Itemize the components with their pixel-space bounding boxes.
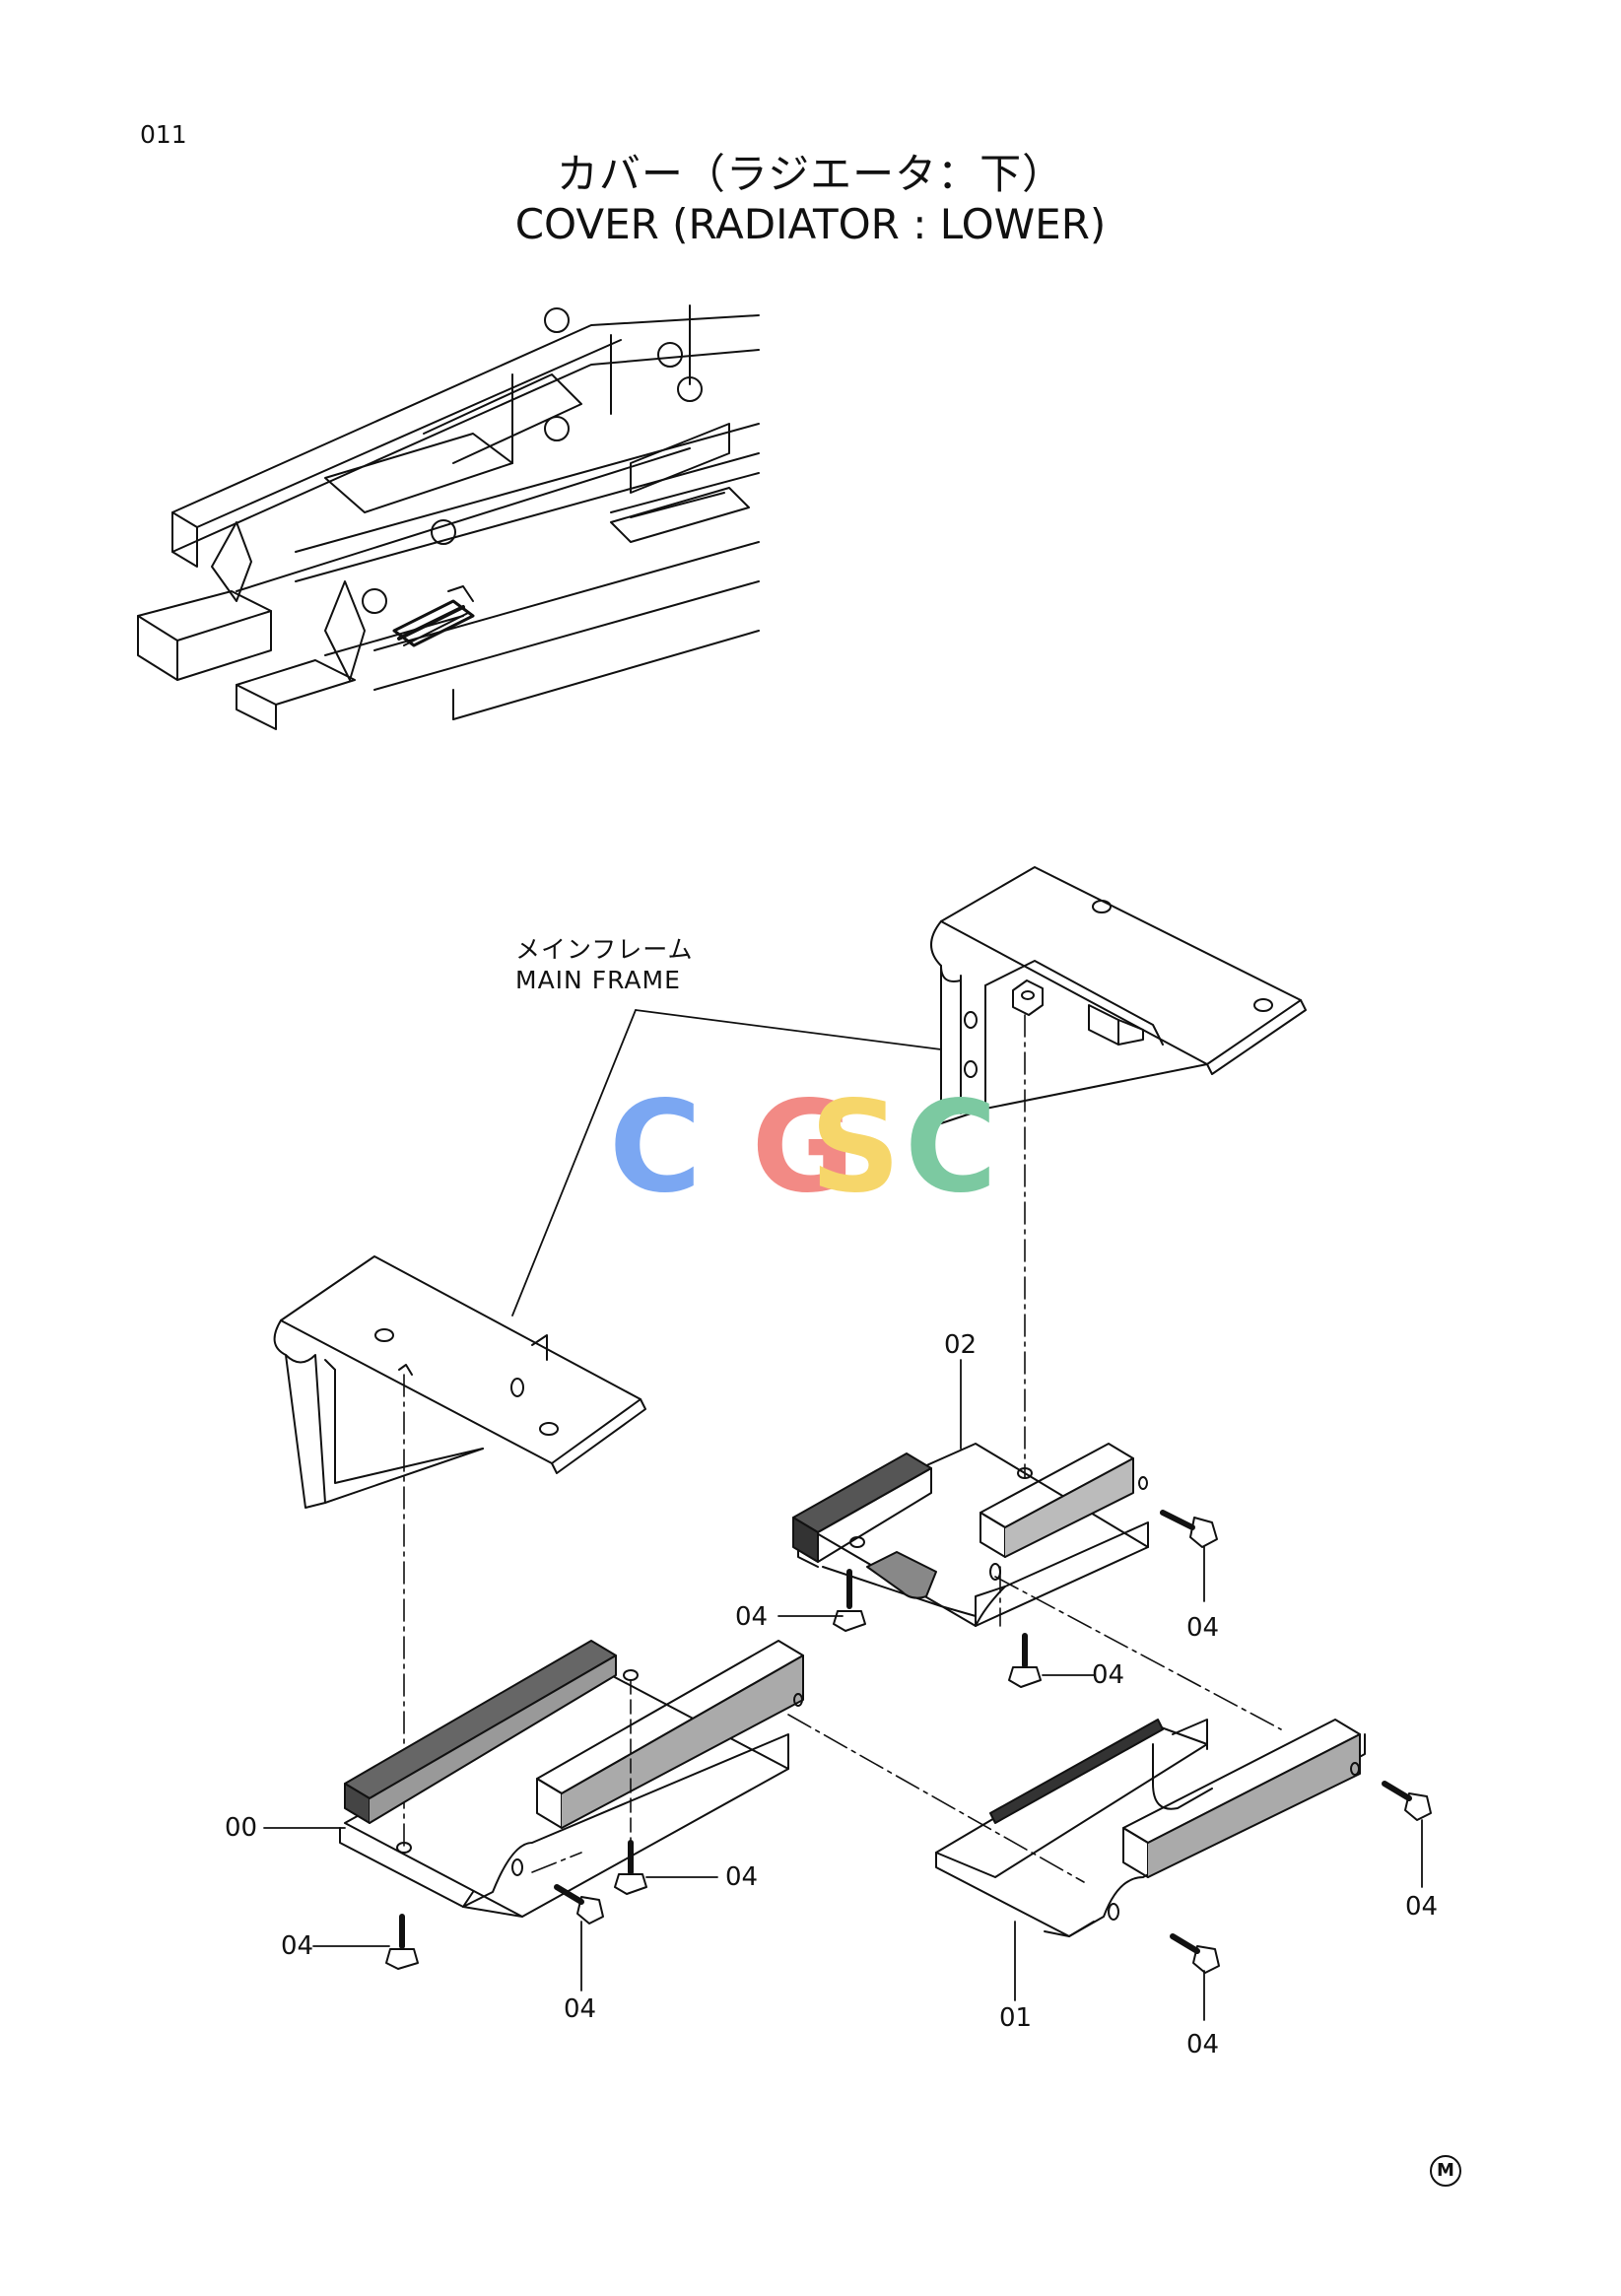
title-english: COVER (RADIATOR : LOWER) xyxy=(514,200,1107,248)
cover-plate-00 xyxy=(339,1640,804,1918)
cover-plate-01 xyxy=(935,1719,1366,1937)
part-label-04-d: 04 xyxy=(281,1931,314,1961)
main-frame-label-japanese: メインフレーム xyxy=(515,935,694,964)
part-label-04-c: 04 xyxy=(1092,1660,1125,1690)
main-frame-bracket-upper xyxy=(930,866,1307,1479)
assembly-lines xyxy=(531,1566,1282,1883)
watermark-logo: C G S C xyxy=(609,1074,997,1221)
svg-text:C: C xyxy=(905,1074,997,1221)
title-japanese: カバー（ラジエータ：下） xyxy=(556,150,1065,198)
part-label-04-f: 04 xyxy=(725,1862,759,1892)
main-frame-label-english: MAIN FRAME xyxy=(515,966,681,994)
svg-text:C: C xyxy=(609,1074,702,1221)
part-label-04-g: 04 xyxy=(1405,1892,1439,1922)
part-label-04-e: 04 xyxy=(564,1994,597,2024)
part-label-04-a: 04 xyxy=(735,1602,769,1632)
part-label-00: 00 xyxy=(225,1813,258,1843)
part-label-04-h: 04 xyxy=(1186,2030,1220,2060)
leader-lines xyxy=(263,1009,1423,2021)
footer-mark-circle xyxy=(1430,2155,1461,2187)
chassis-overview-inset xyxy=(137,304,760,730)
part-label-02: 02 xyxy=(944,1330,978,1360)
footer-mark: M xyxy=(1437,2160,1454,2181)
main-frame-bracket-lower xyxy=(273,1255,646,1849)
cover-plate-02 xyxy=(792,1443,1149,1627)
page-number: 011 xyxy=(140,120,187,149)
bolts xyxy=(385,1510,1432,1974)
part-label-04-b: 04 xyxy=(1186,1613,1220,1643)
svg-text:S: S xyxy=(810,1074,901,1221)
part-label-01: 01 xyxy=(999,2003,1033,2033)
svg-text:G: G xyxy=(751,1074,854,1221)
